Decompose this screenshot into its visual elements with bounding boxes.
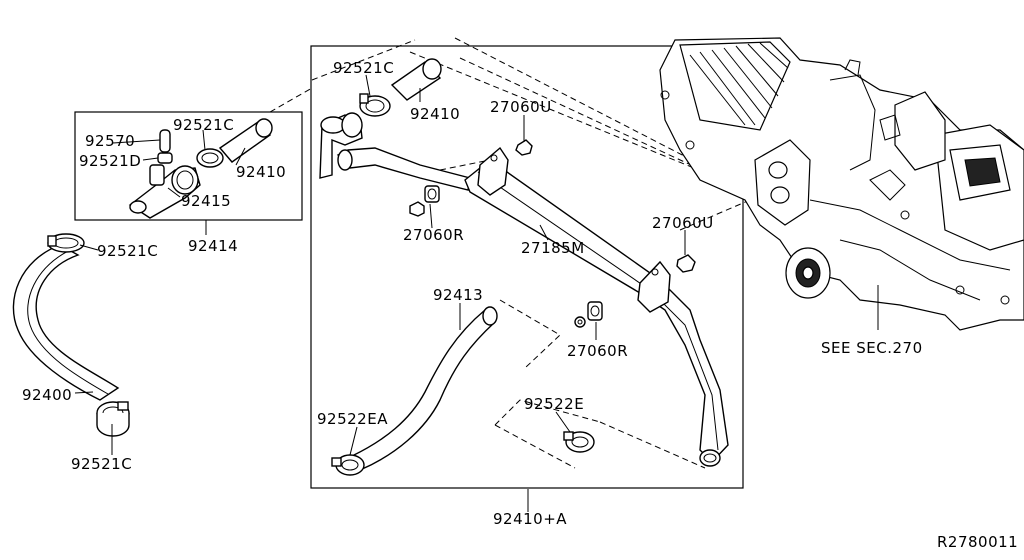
label-92522ea: 92522EA [317,410,388,428]
grommet-27060r-mid [574,301,603,328]
nut-27060u-top [515,139,533,156]
sub-assembly-92414-parts [128,118,273,219]
label-92410a: 92410+A [493,510,567,528]
label-27060u-right: 27060U [652,214,714,232]
hvac-grille [689,42,789,126]
label-92521c-bottom: 92521C [71,455,132,473]
label-92522e: 92522E [524,395,584,413]
label-27060r-top: 27060R [403,226,464,244]
label-92410-box: 92410 [236,163,286,181]
pipe-27185m [464,146,729,467]
label-92413: 92413 [433,286,483,304]
label-see-sec-270: SEE SEC.270 [821,339,923,357]
top-hose-92410-and-clamp [359,58,442,117]
label-92521d: 92521D [79,152,141,170]
label-27060r-mid: 27060R [567,342,628,360]
label-92410-top: 92410 [410,105,460,123]
elbow-connector [319,112,471,191]
clamp-92521c-bottom [96,401,130,437]
label-reference-code: R2780011 [937,533,1018,551]
hose-92400 [12,244,120,401]
label-92570: 92570 [85,132,135,150]
label-92521c-box: 92521C [173,116,234,134]
clamp-92522ea [331,454,365,476]
clamp-92522e [563,431,595,453]
label-27060u-top: 27060U [490,98,552,116]
hose-92413 [351,306,498,471]
sub-assembly-box-92414 [74,111,303,221]
label-92521c-left: 92521C [97,242,158,260]
part-labels: 92521C 92410 27060U 92570 92521C 92521D … [22,59,1018,551]
label-27185m: 27185M [521,239,585,257]
label-92414: 92414 [188,237,238,255]
hvac-unit-illustration [659,37,1024,331]
clamp-92521c-left [47,233,85,253]
grommet-27060r-top [409,185,440,217]
assembly-box-92410a [310,45,744,489]
leader-lines [74,74,879,512]
label-92400: 92400 [22,386,72,404]
label-92521c-top: 92521C [333,59,394,77]
nut-27060u-right [676,254,696,273]
label-92415: 92415 [181,192,231,210]
